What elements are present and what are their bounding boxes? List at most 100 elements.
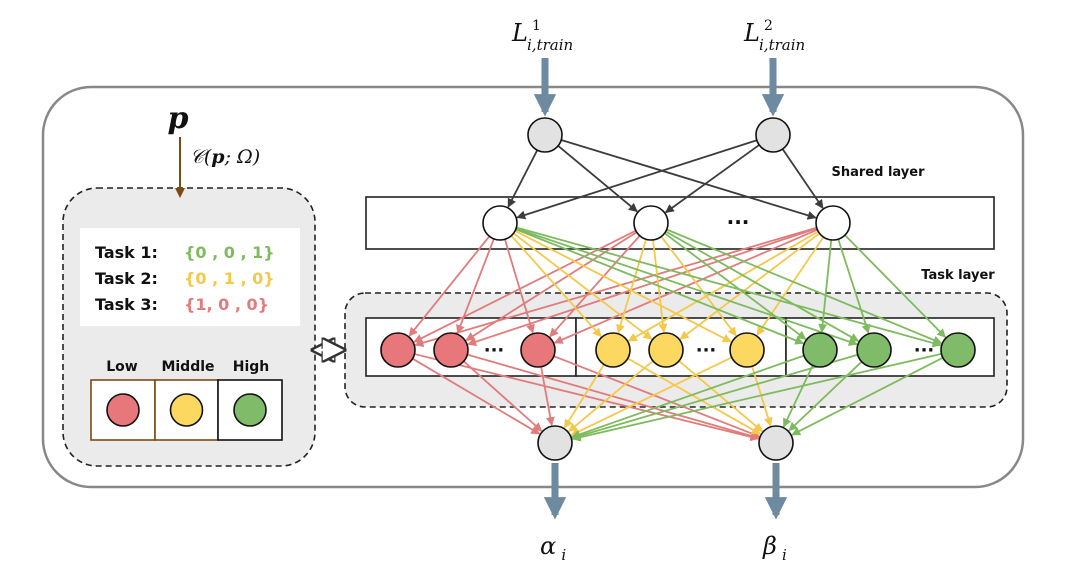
input-to-shared-edges bbox=[507, 139, 824, 220]
shared-task-edge bbox=[408, 235, 491, 337]
shared-to-task-edges bbox=[408, 226, 947, 348]
task-code-3: {1, 0 , 0} bbox=[184, 295, 269, 314]
shared-task-edge bbox=[510, 235, 602, 338]
shared-task-edge bbox=[549, 235, 641, 338]
legend-circle-high bbox=[233, 393, 267, 427]
shared-node-3 bbox=[815, 205, 851, 241]
task-output-edge bbox=[571, 352, 942, 442]
task-layer-label: Task layer bbox=[921, 268, 995, 283]
shared-task-edge bbox=[837, 238, 871, 334]
task-node-high-2 bbox=[856, 332, 892, 368]
mapping-label: 𝒞(p; Ω) bbox=[190, 146, 260, 168]
shared-layer-label: Shared layer bbox=[832, 165, 926, 180]
task-output-edge bbox=[571, 354, 805, 439]
shared-ellipsis: ··· bbox=[727, 210, 750, 234]
task-output-edge bbox=[463, 360, 543, 432]
shared-task-edge bbox=[512, 232, 653, 340]
level-legend: Low Middle High bbox=[90, 359, 283, 441]
task-output-edge bbox=[467, 353, 760, 441]
low-ellipsis: ··· bbox=[484, 340, 505, 361]
output-node-2 bbox=[758, 425, 794, 461]
task-output-edge bbox=[627, 357, 762, 435]
high-ellipsis: ··· bbox=[914, 340, 935, 361]
task-output-edge bbox=[553, 355, 761, 438]
shared-task-edge bbox=[666, 228, 943, 345]
task-output-edge bbox=[563, 363, 605, 429]
input-shared-edge bbox=[664, 144, 760, 214]
shared-task-edge bbox=[664, 232, 807, 340]
task-node-low-1 bbox=[380, 332, 416, 368]
shared-task-edge bbox=[413, 229, 637, 343]
mapping-prefix: 𝒞( bbox=[190, 146, 212, 168]
alpha-base: α bbox=[540, 532, 556, 560]
input-label-1-sub: i,train bbox=[527, 36, 573, 54]
task-output-edge bbox=[788, 361, 863, 432]
legend-label-high: High bbox=[233, 359, 270, 375]
shared-task-edge bbox=[504, 239, 535, 334]
shared-task-edge bbox=[515, 227, 858, 346]
output-alpha: α i bbox=[540, 532, 566, 564]
output-node-1 bbox=[537, 425, 573, 461]
shared-task-edge bbox=[616, 239, 647, 334]
shared-task-edge bbox=[414, 226, 817, 348]
shared-task-edge bbox=[756, 236, 825, 336]
input-node-2 bbox=[755, 117, 791, 153]
mapping-rest: ; Ω) bbox=[224, 146, 261, 168]
shared-node-1 bbox=[482, 205, 518, 241]
task-node-middle-2 bbox=[648, 332, 684, 368]
task-output-edge bbox=[570, 356, 733, 436]
task-label-3: Task 3: bbox=[95, 295, 158, 314]
middle-ellipsis: ··· bbox=[696, 340, 717, 361]
shared-task-edge bbox=[627, 230, 819, 342]
task-code-2: {0 , 1 , 0} bbox=[184, 269, 275, 288]
legend-circle-low bbox=[106, 393, 140, 427]
beta-base: β bbox=[762, 532, 777, 560]
input-shared-edge bbox=[781, 148, 824, 209]
alpha-sub: i bbox=[561, 546, 566, 564]
network-nodes bbox=[380, 117, 976, 461]
shared-node-2 bbox=[633, 205, 669, 241]
shared-task-edge bbox=[679, 232, 821, 340]
shared-task-edge bbox=[818, 239, 833, 333]
mapping-symbol: p bbox=[211, 146, 225, 168]
input-label-2: L 2 bbox=[743, 18, 773, 47]
task-node-high-3 bbox=[940, 332, 976, 368]
task-code-list: Task 1:{0 , 0 , 1}Task 2:{0 , 1 , 0}Task… bbox=[95, 243, 275, 314]
task-node-low-2 bbox=[433, 332, 469, 368]
input-shared-edge bbox=[507, 149, 539, 208]
task-output-edge bbox=[540, 366, 555, 427]
shared-task-edge bbox=[844, 234, 947, 338]
input-label-2-sub: i,train bbox=[759, 36, 805, 54]
task-output-edge bbox=[568, 360, 654, 433]
shared-task-edge bbox=[514, 229, 732, 343]
input-shared-edge bbox=[560, 139, 817, 220]
beta-sub: i bbox=[782, 546, 787, 564]
task-output-edge bbox=[791, 356, 944, 436]
task-node-high-1 bbox=[802, 332, 838, 368]
shared-task-edge bbox=[515, 228, 805, 345]
legend-label-middle: Middle bbox=[161, 359, 214, 375]
task-output-edge bbox=[412, 357, 541, 435]
task-node-middle-3 bbox=[729, 332, 765, 368]
task-node-low-3 bbox=[520, 332, 556, 368]
legend-circle-middle bbox=[169, 393, 204, 427]
input-node-1 bbox=[527, 117, 563, 153]
task-output-edge bbox=[571, 353, 858, 441]
task-label-2: Task 2: bbox=[95, 269, 158, 288]
input-shared-edge bbox=[557, 145, 638, 213]
shared-task-edge bbox=[467, 227, 818, 347]
preference-symbol: p bbox=[168, 101, 189, 136]
legend-label-low: Low bbox=[106, 359, 138, 375]
task-code-box bbox=[80, 228, 300, 326]
shared-task-edge bbox=[660, 236, 737, 337]
output-beta: β i bbox=[762, 532, 787, 564]
task-code-1: {0 , 0 , 1} bbox=[184, 243, 275, 262]
input-1-sup: 1 bbox=[532, 18, 541, 34]
input-2-base: L bbox=[743, 19, 760, 47]
input-1-base: L bbox=[511, 19, 528, 47]
shared-layer-box bbox=[365, 196, 995, 250]
task-output-edge bbox=[678, 360, 763, 433]
task-to-output-edges bbox=[412, 352, 944, 442]
task-node-middle-1 bbox=[595, 332, 631, 368]
